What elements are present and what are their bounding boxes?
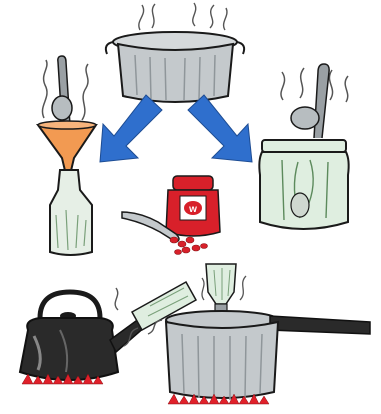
arrow-left-icon	[100, 95, 162, 162]
pressure-cooker-icon	[166, 264, 370, 404]
arrow-right-icon	[188, 95, 252, 162]
steam-icon	[139, 3, 227, 30]
stock-pot-icon	[106, 3, 244, 102]
bottle-in-spout-icon	[206, 264, 236, 304]
steam-icon	[281, 68, 348, 102]
glass-jar-icon	[259, 64, 348, 229]
funnel-bottle-icon	[38, 56, 96, 255]
jar-label: w	[188, 204, 197, 215]
jam-jar-icon: w	[166, 176, 220, 236]
